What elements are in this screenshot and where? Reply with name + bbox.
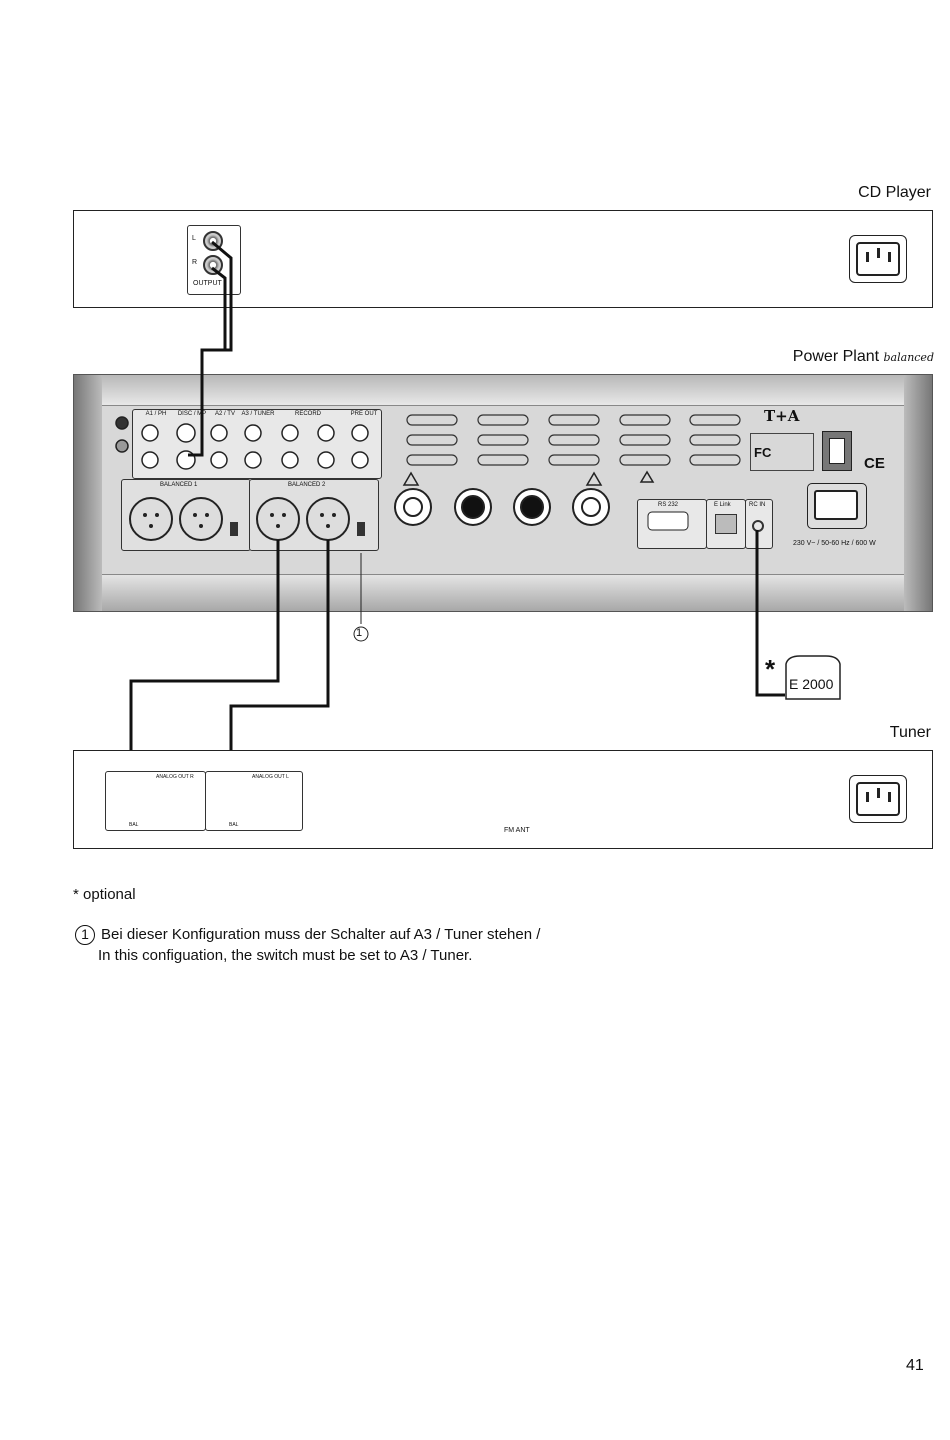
cd-output-block: L R OUTPUT bbox=[187, 225, 241, 295]
input-label-pre-out: PRE OUT bbox=[350, 411, 378, 417]
cd-player-panel: L R OUTPUT bbox=[73, 210, 933, 308]
balanced-switches bbox=[230, 522, 365, 536]
power-plant-chassis: A1 / PH DISC / MP A2 / TV A3 / TUNER REC… bbox=[73, 374, 933, 612]
brand-logo: T+A bbox=[764, 407, 800, 425]
remote-asterisk: * bbox=[765, 654, 776, 684]
warning-triangles bbox=[402, 470, 655, 486]
rc-in-port: RC IN bbox=[745, 499, 773, 549]
rs232-pins bbox=[647, 511, 689, 531]
power-plant-title: Power Plant balanced bbox=[792, 348, 934, 365]
connection-diagram bbox=[110, 240, 841, 837]
callout-circle-note: 1 bbox=[75, 925, 95, 945]
switch-note-german: Bei dieser Konfiguration muss der Schalt… bbox=[101, 926, 541, 943]
power-switch bbox=[822, 431, 852, 471]
input-label-a1: A1 / PH bbox=[145, 411, 167, 417]
switch-note-english: In this configuation, the switch must be… bbox=[98, 947, 473, 964]
e2000-remote bbox=[785, 655, 841, 700]
tuner-analog-out-r: ANALOG OUT R BAL bbox=[105, 771, 206, 831]
fc-mark: FC bbox=[754, 445, 772, 460]
rca-cables bbox=[188, 240, 233, 457]
vent-slots bbox=[406, 414, 741, 466]
tuner-power-inlet bbox=[849, 775, 907, 823]
power-plant-inlet bbox=[807, 483, 867, 529]
callout-marker bbox=[353, 626, 369, 642]
remote-label: E 2000 bbox=[789, 676, 834, 692]
callout-number: 1 bbox=[356, 627, 363, 639]
cd-power-inlet bbox=[849, 235, 907, 283]
cd-player-title: CD Player bbox=[858, 184, 931, 201]
input-label-a2: A2 / TV bbox=[215, 411, 235, 417]
cd-output-right-jack bbox=[203, 255, 223, 275]
input-label-record: RECORD bbox=[294, 411, 321, 417]
speaker-terminals bbox=[394, 488, 610, 526]
balanced-2-label: BALANCED 2 bbox=[288, 482, 326, 488]
elink-port: E Link bbox=[706, 499, 746, 549]
xlr-jacks-power-plant bbox=[129, 497, 350, 541]
ce-mark: CE bbox=[864, 455, 885, 472]
optional-note: * optional bbox=[73, 886, 136, 903]
input-label-a3: A3 / TUNER bbox=[241, 411, 275, 417]
input-label-disc: DISC / MP bbox=[177, 411, 207, 417]
power-plant-title-suffix: balanced bbox=[883, 351, 934, 364]
cd-output-right-label: R bbox=[192, 259, 198, 266]
fm-ant-label: FM ANT bbox=[504, 827, 530, 834]
power-rating: 230 V~ / 50-60 Hz / 600 W bbox=[793, 540, 876, 547]
rca-input-jacks bbox=[115, 416, 369, 470]
tuner-panel: ANALOG OUT R BAL ANALOG OUT L BAL FM ANT bbox=[73, 750, 933, 849]
remote-cable bbox=[755, 530, 785, 697]
xlr-cables bbox=[129, 540, 330, 780]
tuner-analog-out-l: ANALOG OUT L BAL bbox=[205, 771, 303, 831]
cd-output-left-label: L bbox=[192, 235, 196, 242]
label-plate bbox=[750, 433, 814, 471]
page-number: 41 bbox=[906, 1357, 924, 1374]
cd-output-label: OUTPUT bbox=[193, 280, 222, 287]
balanced-1-label: BALANCED 1 bbox=[160, 482, 198, 488]
tuner-title: Tuner bbox=[889, 724, 931, 741]
